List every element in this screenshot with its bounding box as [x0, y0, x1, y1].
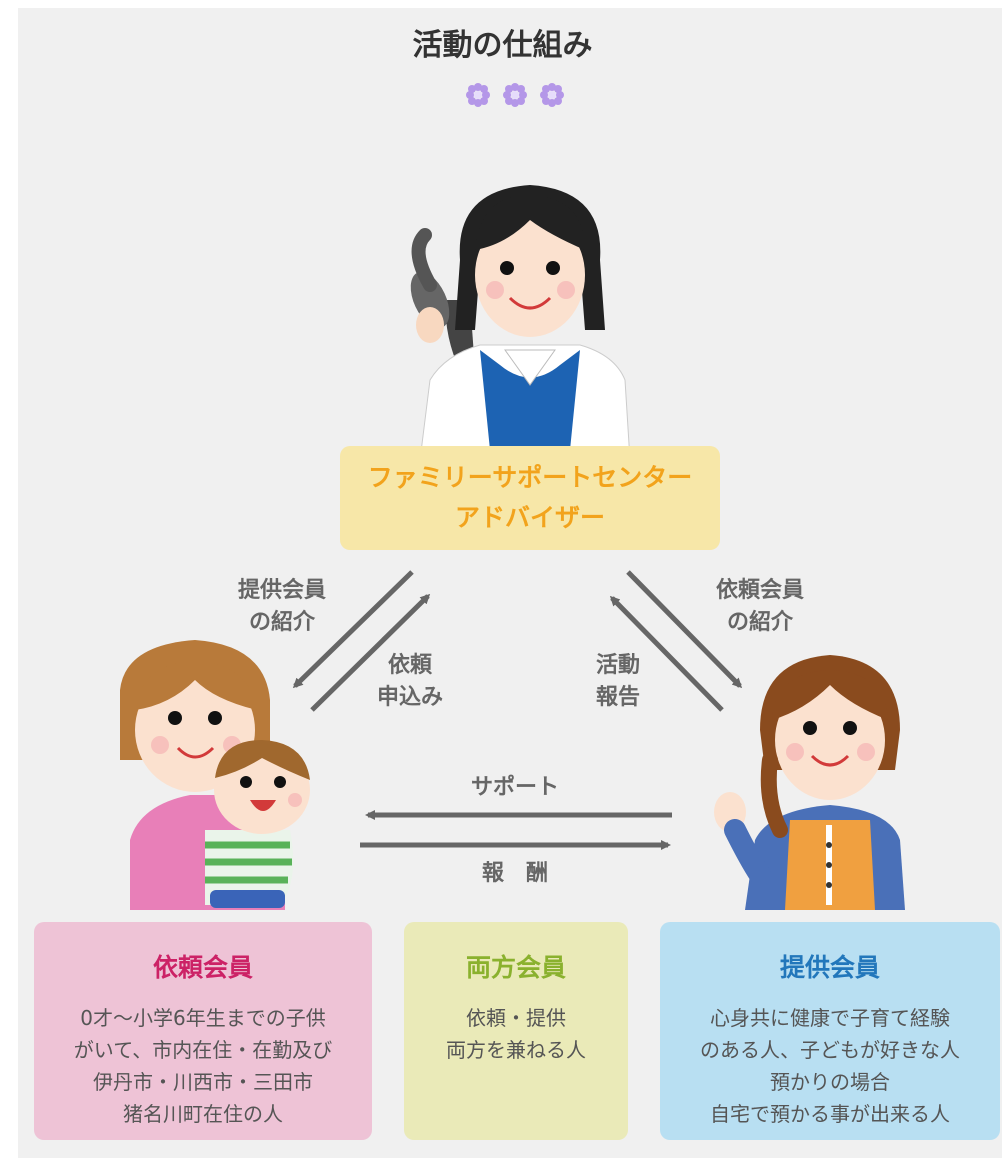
- page-title: 活動の仕組み: [412, 28, 593, 63]
- label-provider-intro-line1: 提供会員: [237, 578, 326, 603]
- provider-member-box: 提供会員 心身共に健康で子育て経験 のある人、子どもが好きな人 預かりの場合 自…: [660, 922, 1000, 1140]
- requester-member-description: 0才～小学6年生までの子供 がいて、市内在住・在勤及び 伊丹市・川西市・三田市 …: [73, 1006, 333, 1126]
- label-activity-line2: 報告: [595, 685, 640, 710]
- center-title-line1: ファミリーサポートセンター: [367, 463, 693, 492]
- both-member-description: 依頼・提供 両方を兼ねる人: [446, 1006, 586, 1062]
- both-member-title: 両方会員: [465, 953, 566, 982]
- flower-icon: [503, 83, 527, 107]
- label-activity-line1: 活動: [595, 653, 640, 678]
- requester-member-box: 依頼会員 0才～小学6年生までの子供 がいて、市内在住・在勤及び 伊丹市・川西市…: [34, 922, 372, 1140]
- center-title-line2: アドバイザー: [454, 503, 605, 532]
- label-provider-intro-line2: の紹介: [248, 610, 315, 635]
- center-advisor-box: ファミリーサポートセンター アドバイザー: [340, 446, 720, 550]
- label-requester-intro-line1: 依頼会員: [715, 578, 804, 603]
- label-reward: 報 酬: [481, 861, 548, 886]
- requester-illustration: [120, 640, 310, 910]
- provider-member-title: 提供会員: [779, 953, 880, 982]
- both-member-box: 両方会員 依頼・提供 両方を兼ねる人: [404, 922, 628, 1140]
- label-requester-intro: 依頼会員 の紹介: [690, 575, 830, 639]
- arrow-provider-intro: [292, 570, 414, 689]
- label-requester-intro-line2: の紹介: [726, 610, 793, 635]
- arrow-activity-report: [609, 595, 724, 712]
- arrow-requester-intro: [626, 570, 743, 689]
- label-provider-intro: 提供会員 の紹介: [222, 575, 342, 639]
- label-request-line1: 依頼: [387, 653, 432, 678]
- label-request-line2: 申込み: [376, 685, 443, 710]
- flower-icon: [540, 83, 564, 107]
- flower-icon: [466, 83, 490, 107]
- label-support: サポート: [470, 775, 559, 800]
- arrow-request-application: [310, 593, 431, 712]
- provider-member-description: 心身共に健康で子育て経験 のある人、子どもが好きな人 預かりの場合 自宅で預かる…: [700, 1006, 960, 1126]
- label-request-application: 依頼 申込み: [360, 650, 460, 714]
- requester-member-title: 依頼会員: [152, 953, 253, 982]
- label-activity-report: 活動 報告: [578, 650, 658, 714]
- advisor-illustration: [410, 185, 631, 470]
- provider-illustration: [714, 655, 905, 910]
